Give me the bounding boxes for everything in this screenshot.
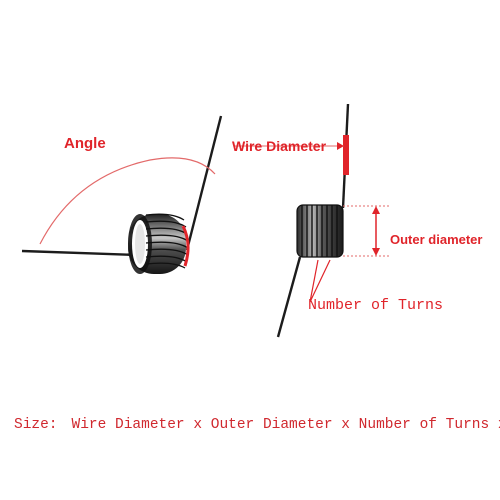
left-spring-coil — [128, 213, 190, 274]
right-spring-coil — [296, 204, 344, 258]
right-spring-bottom-leg — [276, 256, 302, 338]
wire-diameter-marker — [343, 135, 349, 175]
left-spring — [21, 115, 223, 274]
size-prefix: Size: — [14, 417, 58, 433]
size-line: Size: Wire Diameter x Outer Diameter x Nu… — [14, 417, 500, 433]
angle-label: Angle — [64, 135, 106, 152]
number-of-turns-pointer — [309, 259, 331, 303]
number-of-turns-label: Number of Turns — [308, 297, 443, 314]
left-spring-angled-leg — [185, 115, 223, 251]
outer-diameter-label: Outer diameter — [390, 232, 482, 247]
right-spring — [276, 103, 350, 338]
angle-arc — [39, 157, 216, 245]
left-spring-horizontal-leg — [21, 249, 139, 257]
wire-diameter-label: Wire Diameter — [232, 138, 327, 154]
outer-diameter-dimension — [343, 205, 390, 257]
size-formula: Wire Diameter x Outer Diameter x Number … — [72, 417, 500, 433]
wire-diameter-arrowhead — [337, 142, 344, 150]
